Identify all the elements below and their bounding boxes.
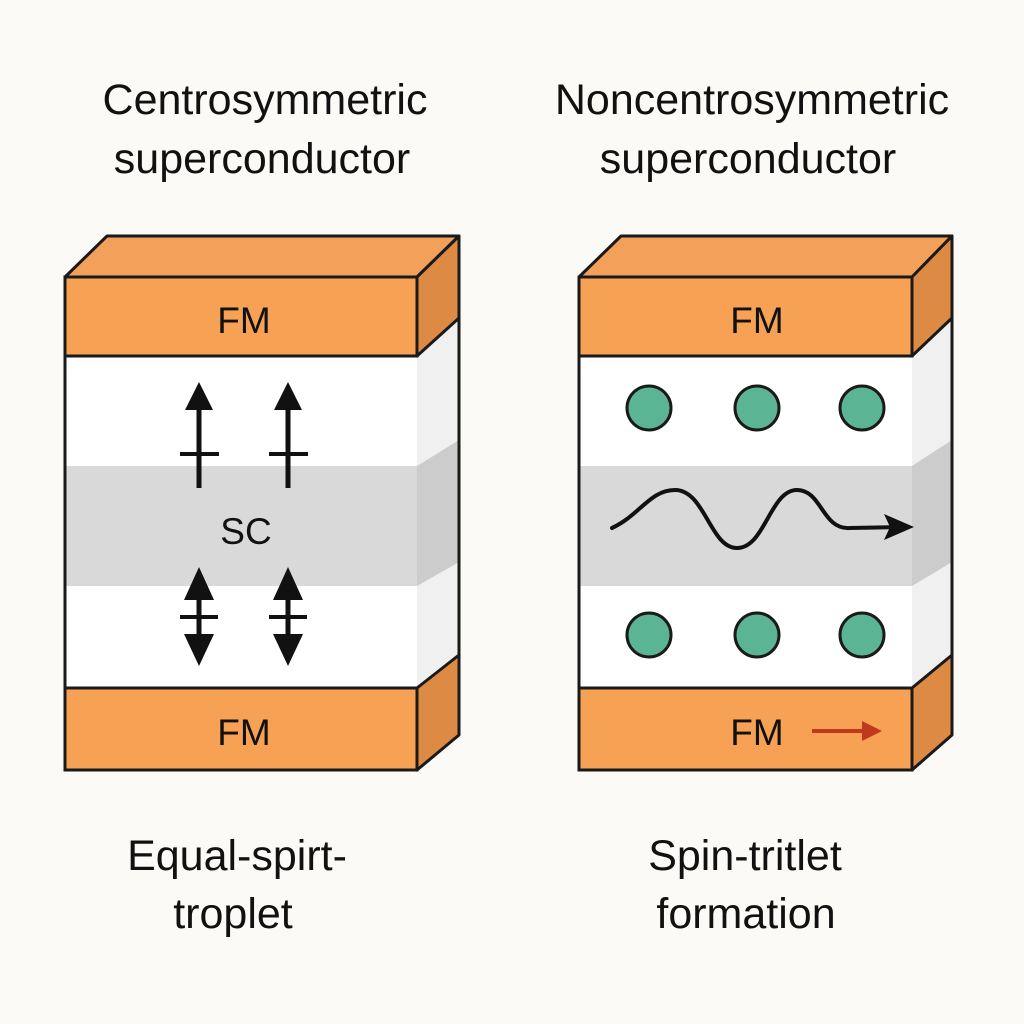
left-fm-top-label: FM (217, 300, 270, 341)
right-fm-top-front (577, 275, 914, 358)
dot-icon (838, 384, 886, 432)
right-panel: Noncentrosymmetric superconductor FM FM (555, 76, 954, 938)
dot-icon (733, 611, 781, 659)
up-arrow-icon (269, 382, 308, 488)
right-fm-bottom-front (577, 686, 914, 772)
left-panel: Centrosymmetric superconductor FM FM SC (63, 76, 461, 938)
left-block: FM FM SC (63, 234, 461, 772)
left-fm-bottom-front (63, 686, 419, 772)
left-fm-top-front (63, 275, 419, 358)
right-fm-top-face (577, 234, 954, 279)
dot-icon (838, 611, 886, 659)
left-title-line2: superconductor (114, 135, 410, 183)
right-caption-line2: formation (656, 890, 835, 938)
right-title-line2: superconductor (600, 135, 896, 183)
double-arrow-icon (269, 567, 307, 666)
wave-arrow-head (884, 514, 914, 540)
right-block: FM FM (577, 234, 954, 772)
right-caption-line1: Spin-tritlet (648, 832, 842, 880)
double-arrow-icon (180, 567, 218, 666)
wave-arrow-icon (610, 487, 904, 551)
left-fm-bottom-label: FM (217, 712, 270, 753)
right-fm-bottom-label: FM (730, 712, 783, 753)
dot-icon (625, 611, 673, 659)
left-sc-band (65, 466, 417, 586)
left-caption-line1: Equal-spirt- (127, 832, 347, 880)
dot-icon (733, 384, 781, 432)
left-sc-band-side (417, 440, 459, 586)
dot-icon (625, 384, 673, 432)
right-fm-top-label: FM (730, 300, 783, 341)
left-title-line1: Centrosymmetric (103, 76, 428, 124)
right-sc-band-side (912, 440, 952, 586)
up-arrow-icon (180, 382, 219, 488)
left-caption-line2: troplet (173, 890, 293, 938)
left-sc-label: SC (220, 511, 271, 552)
left-fm-top-face (63, 234, 461, 279)
right-title-line1: Noncentrosymmetric (555, 76, 949, 124)
